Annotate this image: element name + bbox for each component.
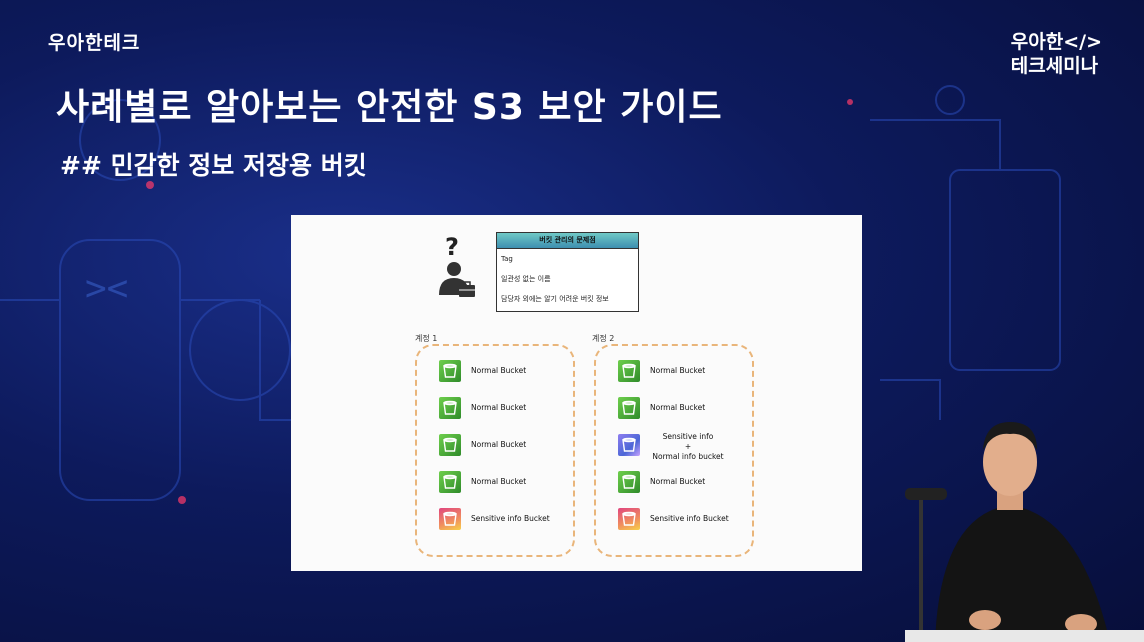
s3-bucket-label: Normal Bucket [471,477,527,486]
s3-bucket-label: Normal Bucket [471,403,527,412]
s3-bucket-icon [439,471,461,493]
brand-logo-right: 우아한</> 테크세미나 [1011,30,1102,78]
s3-bucket-label: Sensitive info+Normal info bucket [652,432,724,461]
issue-table-header: 버킷 관리의 문제점 [497,233,638,249]
presenter-video [905,422,1144,642]
slide-subtitle: ## 민감한 정보 저장용 버킷 [60,151,367,180]
brand-logo-left: 우아한테크 [48,32,141,54]
s3-bucket-label: Normal Bucket [471,366,527,375]
account-1-label: 계정 1 [415,334,438,343]
slide-title: 사례별로 알아보는 안전한 S3 보안 가이드 [56,87,723,128]
svg-text:?: ? [445,233,459,261]
s3-bucket-label: Sensitive info Bucket [471,514,550,523]
s3-bucket-icon [618,397,640,419]
person-question-icon: ? [439,233,475,297]
brand-right-line1: 우아한</> [1010,31,1102,53]
s3-bucket-label: Normal Bucket [650,403,706,412]
s3-bucket-item: Sensitive info Bucket [439,508,569,532]
issue-row: 담당자 외에는 알기 어려운 버킷 정보 [501,295,609,303]
s3-bucket-item: Normal Bucket [618,360,748,384]
s3-bucket-item: Normal Bucket [439,434,569,458]
s3-bucket-icon [439,397,461,419]
s3-bucket-icon [618,471,640,493]
s3-bucket-item: Normal Bucket [618,397,748,421]
s3-bucket-item: Sensitive info Bucket [618,508,748,532]
s3-bucket-icon [439,434,461,456]
account-2-label: 계정 2 [592,334,615,343]
s3-bucket-label: Sensitive info Bucket [650,514,729,523]
s3-bucket-icon [618,434,640,456]
s3-bucket-item: Sensitive info+Normal info bucket [618,432,748,461]
slide-content: ? 버킷 관리의 문제점 Tag 일관성 없는 이름 담당자 외에는 알기 어려… [291,215,862,571]
s3-bucket-label: Normal Bucket [471,440,527,449]
s3-bucket-item: Normal Bucket [439,360,569,384]
brand-right-line2: 테크세미나 [1010,55,1099,77]
s3-bucket-label: Normal Bucket [650,477,706,486]
issue-row: 일관성 없는 이름 [501,275,551,283]
s3-bucket-icon [439,360,461,382]
s3-bucket-item: Normal Bucket [618,471,748,495]
s3-bucket-icon [439,508,461,530]
s3-bucket-label: Normal Bucket [650,366,706,375]
s3-bucket-item: Normal Bucket [439,471,569,495]
issue-table: 버킷 관리의 문제점 Tag 일관성 없는 이름 담당자 외에는 알기 어려운 … [496,232,639,312]
s3-bucket-icon [618,360,640,382]
s3-bucket-item: Normal Bucket [439,397,569,421]
issue-row: Tag [501,255,513,263]
svg-text:><: >< [85,268,128,309]
s3-bucket-icon [618,508,640,530]
